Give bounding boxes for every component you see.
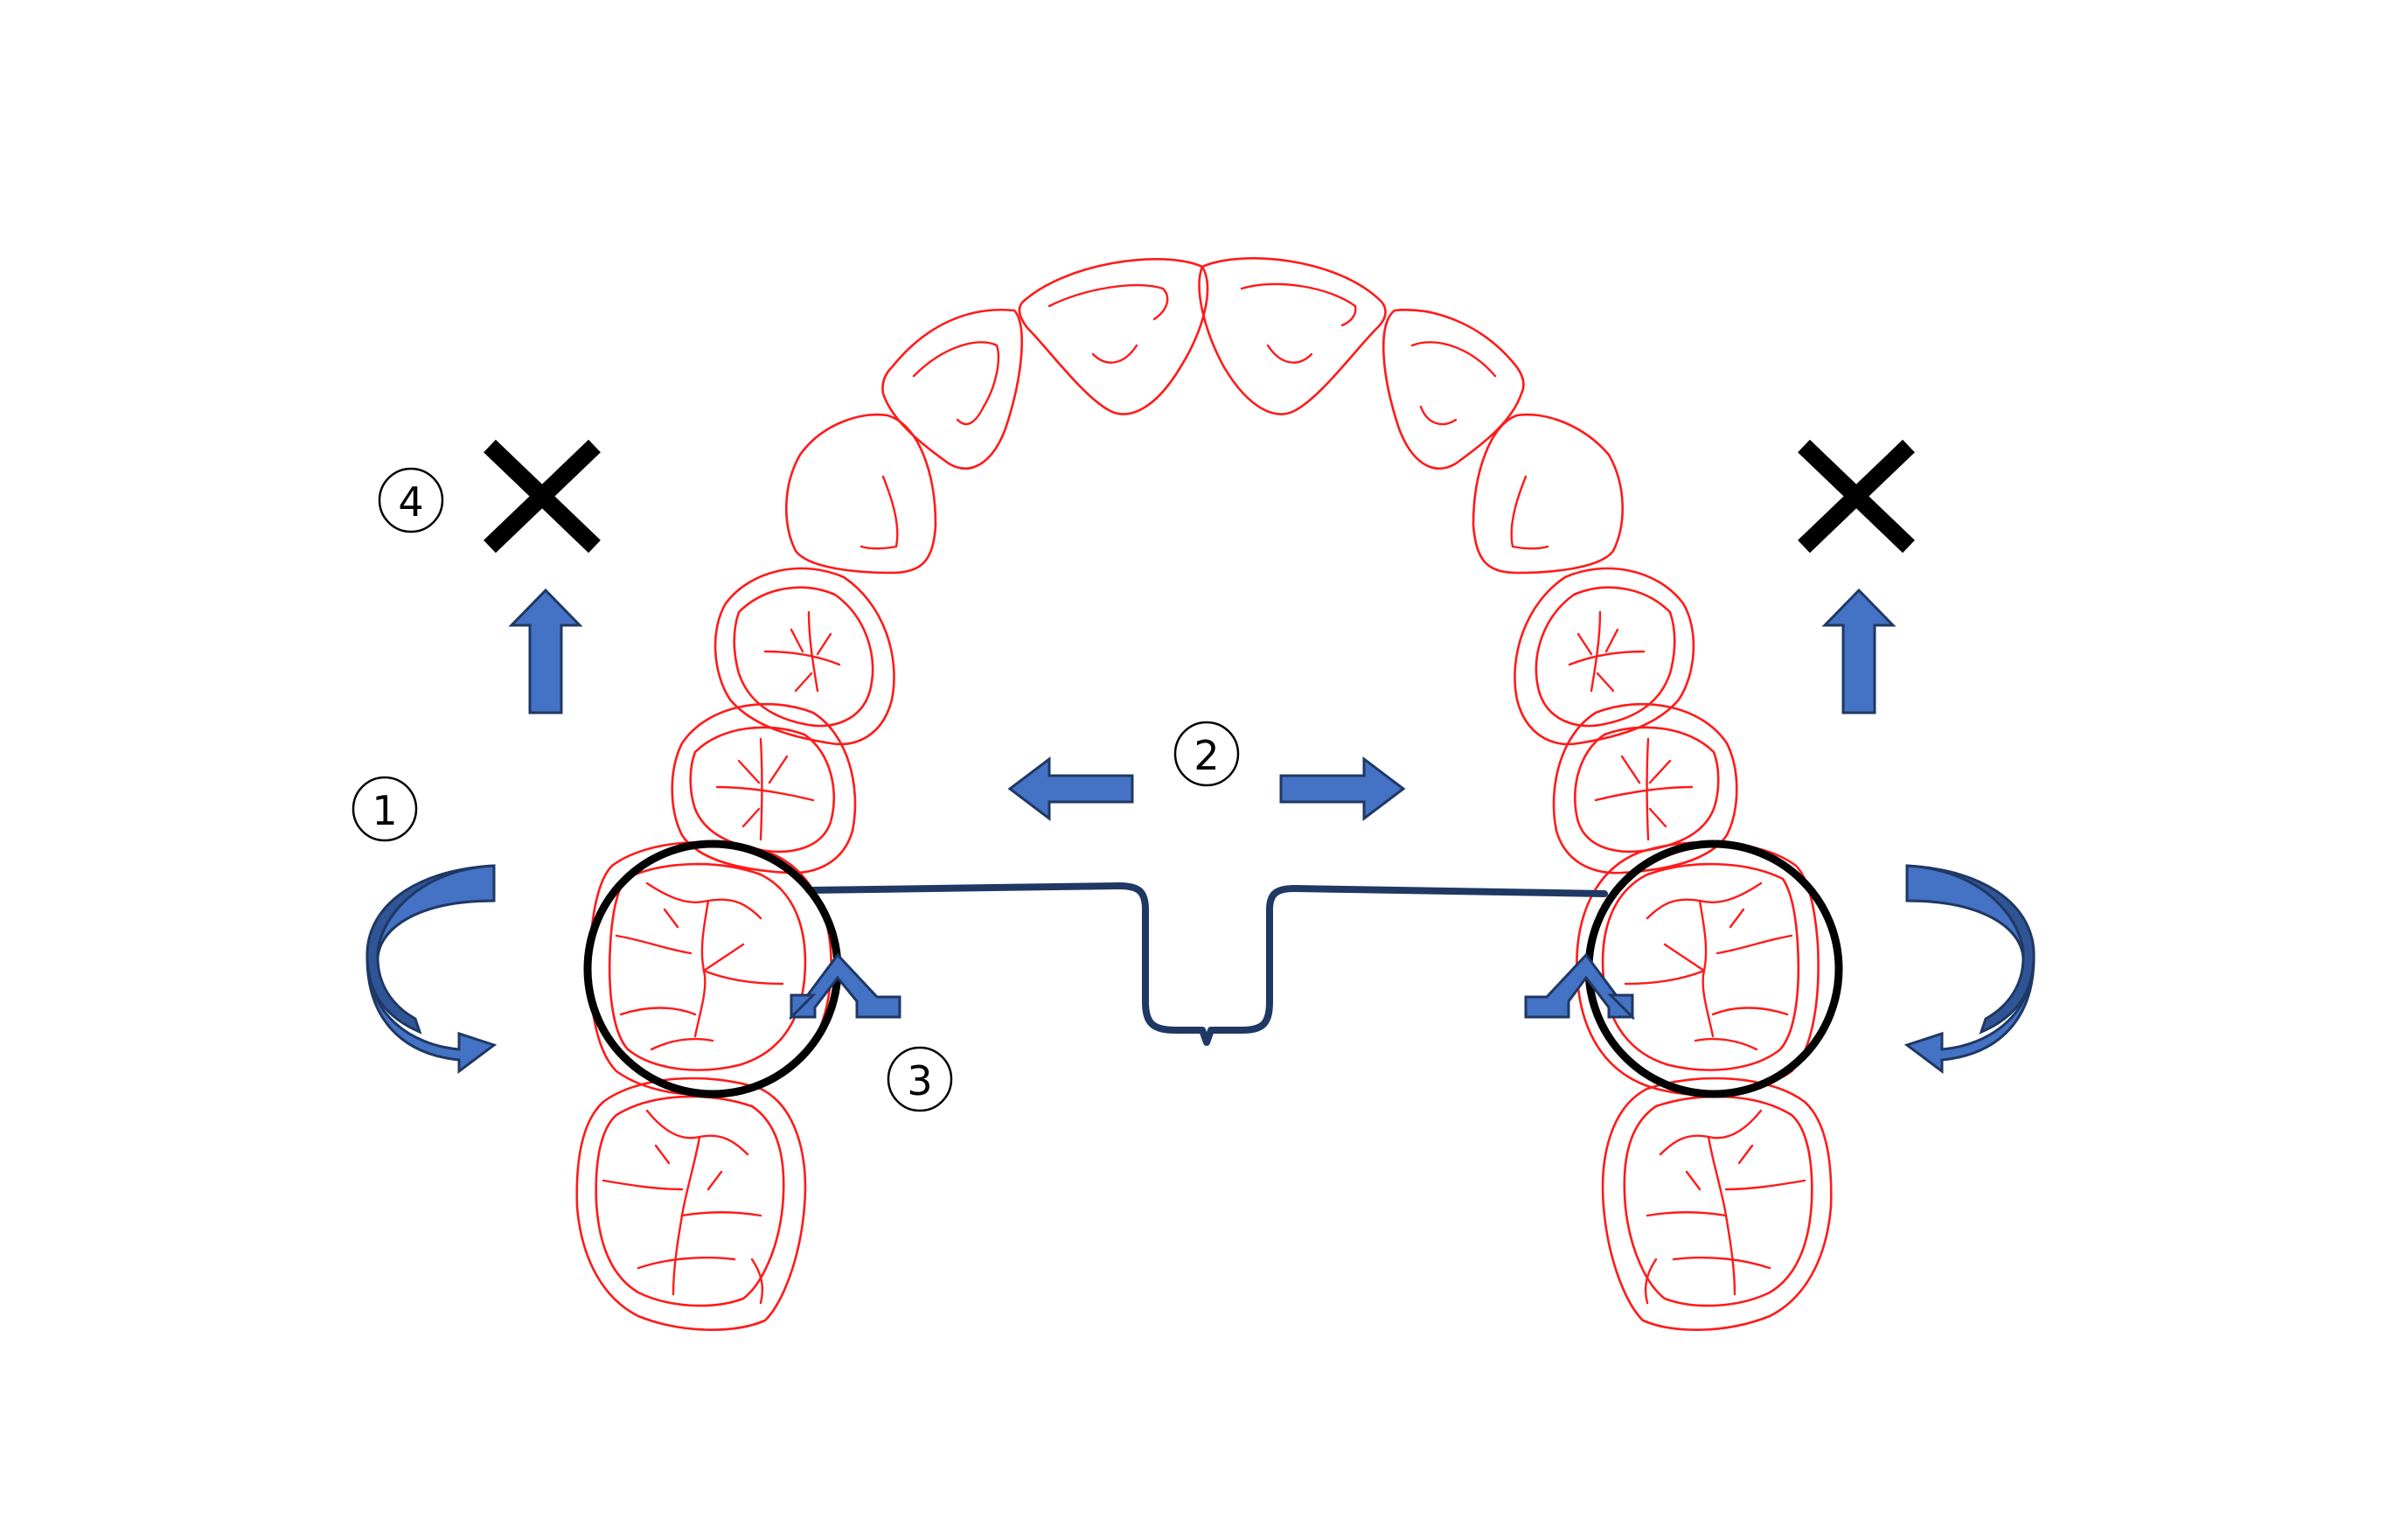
x-mark-icon	[1798, 439, 1915, 554]
curved-arrow-icon	[365, 864, 498, 1074]
arrow-left-icon	[1007, 756, 1134, 822]
label-1-text: 1	[372, 787, 397, 834]
molar-ring-right	[1584, 840, 1843, 1098]
tooth-canine-right	[1472, 413, 1624, 575]
label-3: 3	[887, 1046, 953, 1112]
tooth-first-molar-right	[1576, 840, 1820, 1097]
label-2: 2	[1173, 721, 1240, 787]
tooth-second-premolar-right	[1552, 702, 1738, 874]
tooth-second-molar-left	[575, 1077, 807, 1331]
arrow-diagonal-left-icon	[789, 952, 901, 1021]
label-4-text: 4	[398, 478, 423, 526]
tooth-central-incisor-left	[1018, 258, 1209, 415]
tooth-central-incisor-right	[1198, 257, 1387, 415]
arrow-up-icon	[1821, 588, 1896, 714]
x-mark-icon	[484, 439, 601, 554]
arrow-diagonal-right-icon	[1524, 952, 1635, 1021]
arrow-up-icon	[508, 588, 583, 714]
dental-arch	[575, 257, 1833, 1331]
tooth-second-premolar-left	[671, 702, 857, 874]
arrow-right-icon	[1279, 756, 1406, 822]
tooth-lateral-incisor-right	[1382, 309, 1525, 470]
tooth-first-premolar-left	[713, 567, 895, 746]
label-3-text: 3	[907, 1057, 932, 1104]
curved-arrow-icon	[1903, 864, 2036, 1074]
label-1: 1	[351, 776, 418, 842]
tooth-first-premolar-right	[1514, 567, 1695, 746]
molar-ring-left	[583, 840, 842, 1098]
tooth-second-molar-right	[1601, 1077, 1833, 1331]
tooth-canine-left	[785, 413, 937, 575]
tooth-lateral-incisor-left	[881, 308, 1024, 470]
appliance-wire	[805, 882, 1608, 1046]
label-4: 4	[378, 467, 444, 533]
label-2-text: 2	[1194, 732, 1219, 779]
